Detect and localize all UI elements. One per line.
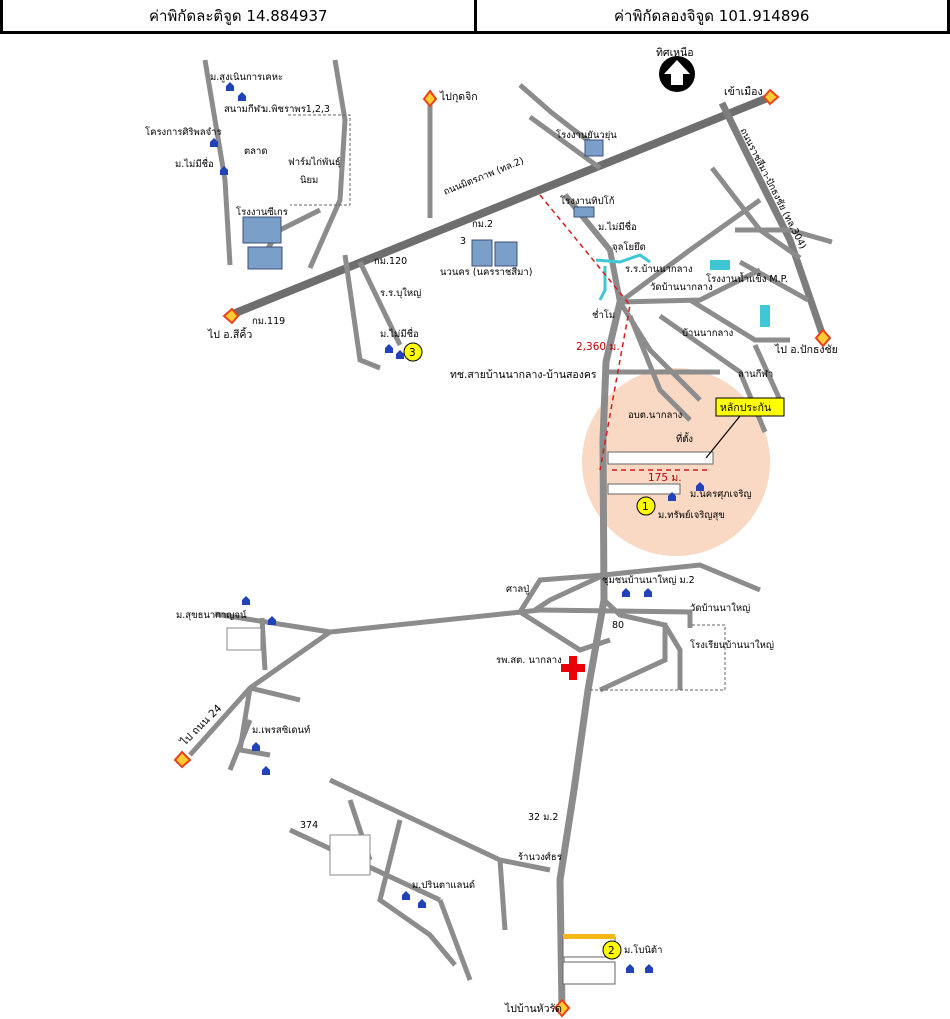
place-farm: ฟาร์มไก่พันธุ์ — [288, 156, 341, 168]
place-sap-charoen-suk: ม.ทรัพย์เจริญสุข — [658, 509, 725, 521]
latitude-label: ค่าพิกัดละติจูด 14.884937 — [0, 0, 477, 31]
minor-roads — [188, 59, 833, 981]
marker-2: 2 — [602, 940, 622, 960]
place-talat: ตลาด — [244, 146, 268, 157]
boundaries — [288, 114, 726, 691]
to-sikhio-label: ไป อ.สีคิ้ว — [207, 327, 252, 341]
housing-plots — [226, 451, 714, 985]
marker-3: 3 — [403, 342, 423, 362]
place-farm2: นิยม — [300, 175, 318, 186]
marker-1-label: 1 — [642, 501, 649, 513]
place-lak-prakan: หลักประกัน — [720, 402, 771, 414]
marker-1: 1 — [636, 496, 656, 516]
road-304 — [718, 101, 827, 338]
km2-label: กม.2 — [472, 219, 493, 230]
place-rs-ban-na-klang: ร.ร.บ้านนากลาง — [625, 264, 692, 275]
river — [595, 253, 651, 264]
water-pond — [710, 260, 730, 270]
house-icons — [210, 82, 704, 973]
north-arrow-icon — [659, 56, 695, 92]
marker-2-label: 2 — [608, 945, 615, 957]
place-mai-mi-chue-2: ม.ไม่มีชื่อ — [598, 220, 637, 233]
place-rong-ngan-tipto: โรงงานทิปโก้ — [560, 195, 615, 207]
longitude-label: ค่าพิกัดลองจิจูด 101.914896 — [477, 0, 950, 31]
lak-prakan-pointer — [705, 415, 741, 459]
distance-175-label: 175 ม. — [648, 472, 682, 484]
place-phitcharat: ม.พิชราพร1,2,3 — [262, 104, 330, 115]
place-rankrong: ร้านวงศ์ธร — [518, 851, 562, 863]
river-2 — [598, 266, 607, 301]
lak-prakan-box — [715, 397, 785, 417]
place-rong-ngan-yamyang: โรงงานยันวยุ่น — [556, 129, 617, 141]
place-obt-na-klang: อบต.นากลาง — [628, 410, 682, 421]
water-pond-2 — [760, 305, 770, 327]
place-chumchon-na-yai: ชุมชนบ้านนาใหญ่ ม.2 — [602, 574, 695, 586]
place-phrasiri: ม.เพรสซิเดนท์ — [252, 724, 310, 736]
place-rong-ngan-nam-khaeng: โรงงานน้ำแข็ง M.P. — [706, 272, 788, 285]
place-school-na-yai: โรงเรียนบ้านนาใหญ่ — [690, 639, 774, 651]
distance-line-2360 — [539, 194, 631, 471]
to-pak-thong-chai-label: ไป อ.ปักธงชัย — [774, 343, 838, 356]
nakhon-rd-label: ทช.สายบ้านนากลาง-บ้านสองคร — [450, 369, 597, 381]
to-ban-hua-wat-label: ไปบ้านหัวรัด — [504, 1002, 562, 1015]
hospital-icon — [561, 656, 585, 680]
mittraphap-label: ถนนมิตรภาพ (ทล.2) — [442, 155, 526, 197]
north-label: ทิศเหนือ — [656, 46, 694, 59]
coordinates-bar: ค่าพิกัดละติจูด 14.884937 ค่าพิกัดลองจิจ… — [0, 0, 950, 34]
n374-label: 374 — [300, 820, 318, 831]
place-nakhon-suphachoroen: ม.นครศุภเจริญ — [690, 489, 752, 500]
place-sanam: ลานกีฬา — [738, 368, 773, 380]
place-prin-land: ม.ปรินตาแลนด์ — [412, 879, 475, 891]
m80-label: 80 — [612, 620, 624, 631]
place-wat-na-yai: วัดบ้านนาใหญ่ — [690, 602, 750, 614]
mittraphap-highway — [226, 93, 772, 320]
to-city-label: เข้าเมือง — [724, 85, 763, 98]
place-suthon: ม.สุขธนากาญจน์ — [176, 609, 247, 621]
place-rong-ngan-siko: โรงงานซีเกร — [236, 206, 288, 218]
place-mai-mi-chue-1: ม.ไม่มีชื่อ — [175, 157, 214, 170]
to-khuruchik-label: ไปกุดจิก — [439, 90, 478, 103]
place-sanam-kila: สนามกีฬา — [224, 103, 265, 115]
place-chamuan: ช่ำโม — [592, 308, 615, 321]
place-navanakorn: นวนคร (นครราชสีมา) — [440, 266, 532, 278]
distance-2360-label: 2,360 ม. — [576, 341, 620, 353]
place-sala: ศาลปู่ — [506, 584, 529, 595]
place-chalerm: จุลโยยึด — [612, 241, 646, 253]
place-mai-mi-chue-3: ม.ไม่มีชื่อ — [380, 327, 419, 340]
km120-label: กม.120 — [374, 256, 407, 267]
place-siriphon: โครงการศิริพลจำร — [145, 126, 222, 138]
industrial-buildings — [242, 139, 604, 270]
km3-label: 3 — [460, 236, 466, 247]
place-subject: ที่ตั้ง — [676, 432, 693, 445]
marker-3-label: 3 — [409, 347, 416, 359]
direction-arrows — [173, 88, 832, 1018]
place-ban-na-klang: บ้านนากลาง — [682, 328, 733, 339]
km119-label: กม.119 — [252, 316, 285, 327]
m32-label: 32 ม.2 — [528, 812, 558, 823]
place-rs-bu-yai: ร.ร.บุใหญ่ — [380, 287, 421, 299]
place-bonita: ม.โบนิต้า — [624, 944, 662, 956]
place-rpst: รพ.สต. นากลาง — [496, 655, 562, 666]
place-wat-ban-na-klang: วัดบ้านนากลาง — [650, 282, 713, 293]
place-suranaree: ม.สูงเนินการเคหะ — [210, 72, 283, 83]
